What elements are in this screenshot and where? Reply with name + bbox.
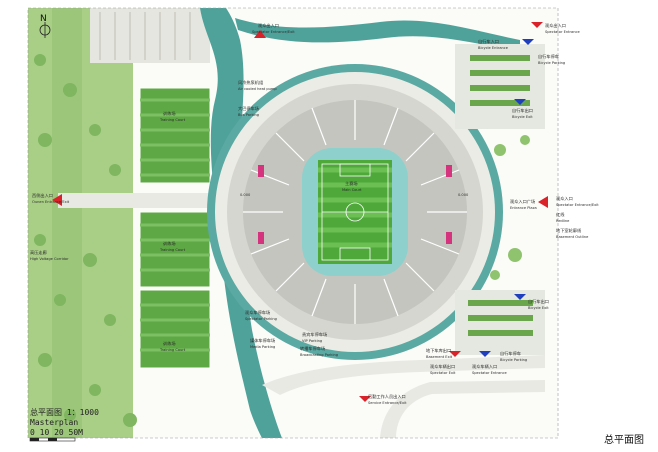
south-east-road xyxy=(380,380,545,438)
legend-title-cn: 总平面图 1：1000 xyxy=(30,408,99,417)
label-ne-top-entrance: 观众出入口 xyxy=(545,22,566,29)
label-spec-exit-en: Spectator Exit xyxy=(430,371,456,375)
label-spec-entrance: 观众车辆入口 xyxy=(472,363,497,370)
label-aircon: 风冷热泵机组 xyxy=(238,79,263,86)
label-media-parking-en: Media Parking xyxy=(250,345,275,349)
label-spec-entrance-en: Spectator Entrance xyxy=(472,371,507,375)
label-bicycle-entrance: 自行车入口 xyxy=(478,38,499,45)
label-vip-parking: 贵宾车停车场 xyxy=(302,331,327,338)
north-label: N xyxy=(40,14,47,24)
label-basement-en: Basement Outline xyxy=(556,235,589,239)
legend: 总平面图 1：1000 Masterplan 0 10 20 50M xyxy=(30,408,99,438)
label-spectator-parking-en: Spectator Parking xyxy=(245,317,277,321)
west-trees xyxy=(34,44,137,427)
ne-entrance-arrow xyxy=(531,22,543,28)
label-east-spectator-en: Spectator Entrance/Exit xyxy=(556,203,599,207)
label-aircon-en: Air cooled heat pump xyxy=(238,87,277,91)
training-stripes xyxy=(140,98,210,352)
south-road xyxy=(262,355,545,395)
legend-scale-ticks: 0 10 20 50M xyxy=(30,428,83,437)
label-main-court-en: Main Court xyxy=(342,188,362,192)
stair-blocks xyxy=(258,165,452,244)
label-west-entrance-en: Ounen Entrance/Exit xyxy=(32,200,70,204)
label-training-2: 训练场 xyxy=(163,240,176,247)
spectator-entrance-arrow xyxy=(479,351,491,357)
east-trees xyxy=(490,135,530,280)
label-redline: 红线 xyxy=(556,211,565,217)
label-east-spectator: 观众入口 xyxy=(556,196,573,202)
south-east-parking-trees xyxy=(468,300,533,336)
label-east-entrance: 观众入口广场 xyxy=(510,198,535,205)
label-north-entrance: 观众出入口 xyxy=(258,22,279,29)
north-entrance-arrow xyxy=(254,30,266,38)
label-media-parking: 媒体车停车场 xyxy=(250,337,275,344)
label-north-entrance-en: Spectator Entrance/Exit xyxy=(252,30,295,34)
scale-bar xyxy=(29,437,76,442)
service-entrance-arrow xyxy=(359,396,371,402)
caption: 总平面图 xyxy=(604,435,644,446)
high-voltage-corridor-strip xyxy=(52,8,82,438)
training-court-3 xyxy=(139,289,211,369)
north-west-block-lines xyxy=(99,12,191,60)
label-bicycle-exit-en: Bicycle Exit xyxy=(512,115,533,119)
west-entrance-arrow xyxy=(52,194,62,206)
label-spec-exit: 观众车辆出口 xyxy=(430,363,455,370)
label-bus-parking-en: Bus Parking xyxy=(238,113,259,117)
label-training-3-en: Training Court xyxy=(159,348,186,352)
label-basement-exit: 地下车库出口 xyxy=(426,347,451,354)
label-bicycle-parking-en: Bicycle Parking xyxy=(538,61,565,65)
label-redline-en: Redline xyxy=(556,219,570,223)
spectator-exit-arrow xyxy=(449,351,461,357)
label-spectator-parking: 观众车停车场 xyxy=(245,309,270,316)
main-court-stripes xyxy=(318,167,392,248)
label-bicycle-parking: 自行车停车 xyxy=(538,53,559,60)
east-entrance-arrow xyxy=(538,196,548,208)
site-redline xyxy=(27,7,559,439)
north-east-parking-trees xyxy=(470,55,530,106)
river-north xyxy=(235,18,520,52)
label-bike-parking-se: 自行车停车 xyxy=(500,350,521,357)
label-east-entrance-en: Entrance Plaza xyxy=(510,206,537,210)
label-service: 后勤工作人员出入口 xyxy=(368,393,406,400)
label-broadcast-parking: 转播车停车场 xyxy=(300,345,325,352)
north-arrow-icon xyxy=(39,22,51,38)
label-elevation-2: 0.000 xyxy=(458,193,469,197)
north-west-block xyxy=(90,8,210,63)
label-bus-parking: 大巴停车场 xyxy=(238,105,259,112)
bicycle-exit-se-arrow xyxy=(514,294,526,300)
label-bicycle-entrance-en: Bicycle Entrance xyxy=(478,46,509,50)
label-broadcast-parking-en: Broadcasting Parking xyxy=(300,353,338,357)
label-basement-exit-en: Basement Exit xyxy=(426,355,453,359)
label-service-en: Service Entrance/Exit xyxy=(368,401,407,405)
label-hv-corridor-en: High Voltage Corridor xyxy=(30,257,69,261)
label-training-3: 训练场 xyxy=(163,340,176,347)
label-ne-top-entrance-en: Spectator Entrance xyxy=(545,30,580,34)
label-hv-corridor: 高压走廊 xyxy=(30,249,47,256)
label-bike-exit-se: 自行车出口 xyxy=(528,298,549,305)
label-bike-exit-se-en: Bicycle Exit xyxy=(528,306,549,310)
label-bike-parking-se-en: Bicycle Parking xyxy=(500,358,527,362)
bicycle-exit-arrow xyxy=(514,99,526,105)
label-basement: 地下室轮廓线 xyxy=(556,227,582,234)
label-bicycle-exit: 自行车出口 xyxy=(512,107,533,114)
west-entrance-road xyxy=(58,193,223,208)
label-main-court: 主赛场 xyxy=(345,180,358,187)
legend-title-en: Masterplan xyxy=(30,418,79,427)
label-training-1-en: Training Court xyxy=(159,118,186,122)
training-court-1 xyxy=(139,87,211,184)
label-elevation-1: 0.000 xyxy=(240,193,251,197)
label-training-1: 训练场 xyxy=(163,110,176,117)
label-vip-parking-en: VIP Parking xyxy=(302,339,322,343)
roof-ribs xyxy=(243,100,467,324)
label-training-2-en: Training Court xyxy=(159,248,186,252)
label-west-entrance: 西侧出入口 xyxy=(32,192,53,199)
main-court-markings xyxy=(321,163,389,261)
bicycle-entrance-arrow xyxy=(522,39,534,45)
